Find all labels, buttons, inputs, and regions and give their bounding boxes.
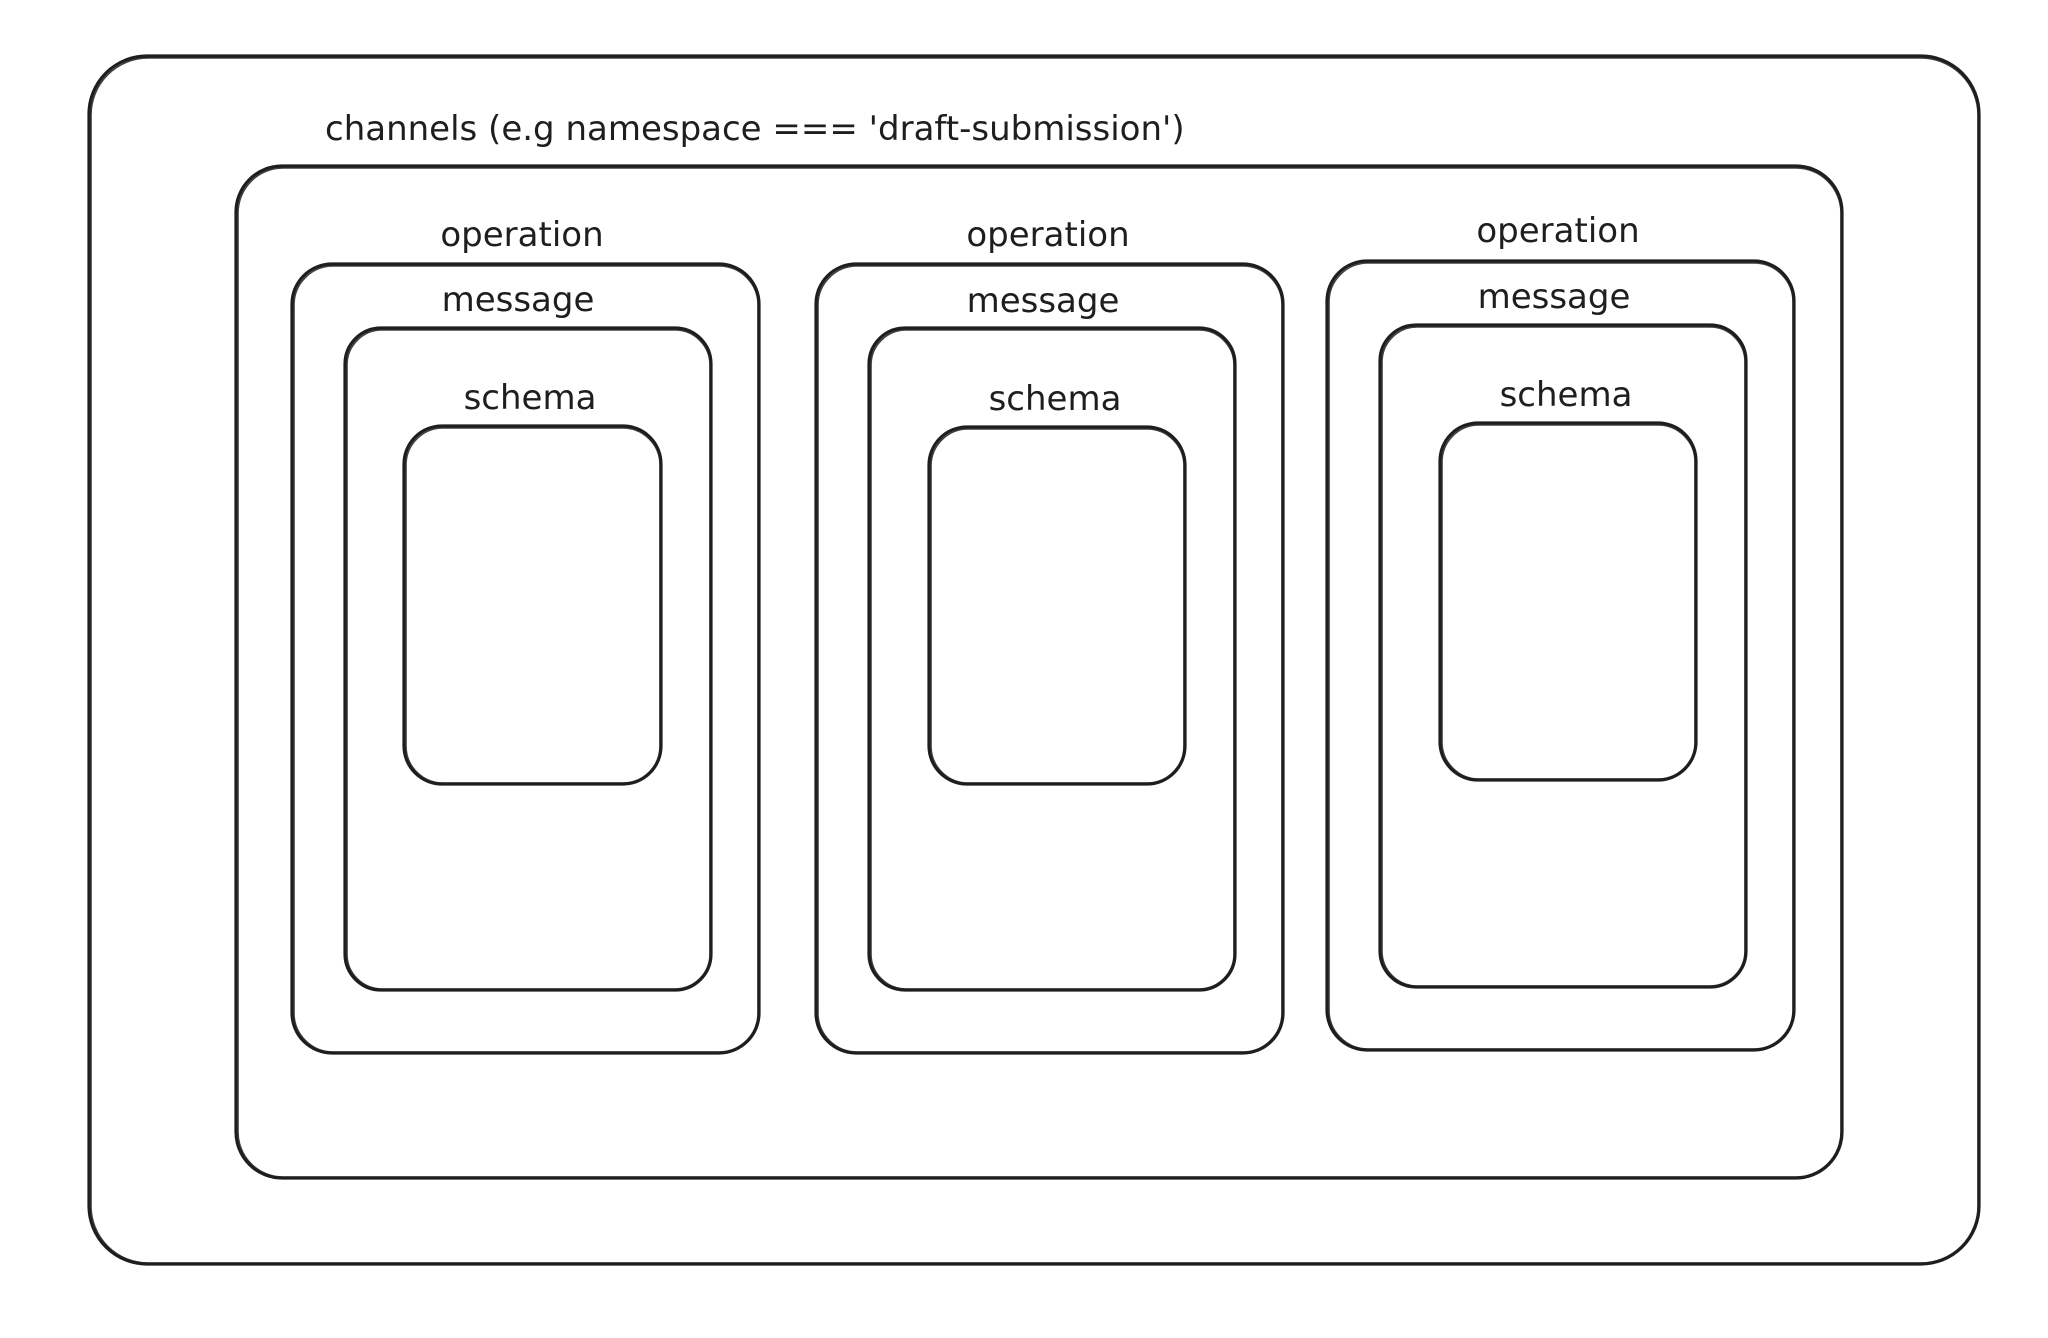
operation-label-2: operation [966, 215, 1129, 255]
schema-label-3: schema [1500, 375, 1633, 415]
schema-box-1 [402, 424, 663, 786]
outer-container [87, 54, 1981, 1266]
schema-label-1: schema [464, 378, 597, 418]
message-label-3: message [1478, 277, 1631, 317]
operation-label-1: operation [440, 215, 603, 255]
operation-group-2: operation message schema [814, 215, 1285, 1055]
message-label-1: message [442, 280, 595, 320]
operation-box-2 [814, 262, 1285, 1055]
message-box-1 [343, 326, 713, 992]
schema-label-2: schema [989, 379, 1122, 419]
operation-box-3 [1325, 259, 1796, 1052]
operation-group-3: operation message schema [1325, 211, 1796, 1052]
schema-box-3 [1438, 421, 1698, 782]
operation-group-1: operation message schema [290, 215, 761, 1055]
channels-label: channels (e.g namespace === 'draft-submi… [325, 109, 1185, 149]
message-label-2: message [967, 281, 1120, 321]
operation-label-3: operation [1476, 211, 1639, 251]
message-box-2 [867, 326, 1237, 992]
schema-box-2 [927, 425, 1187, 786]
operation-box-1 [290, 262, 761, 1055]
channels-container: channels (e.g namespace === 'draft-submi… [234, 109, 1844, 1180]
message-box-3 [1378, 323, 1748, 989]
